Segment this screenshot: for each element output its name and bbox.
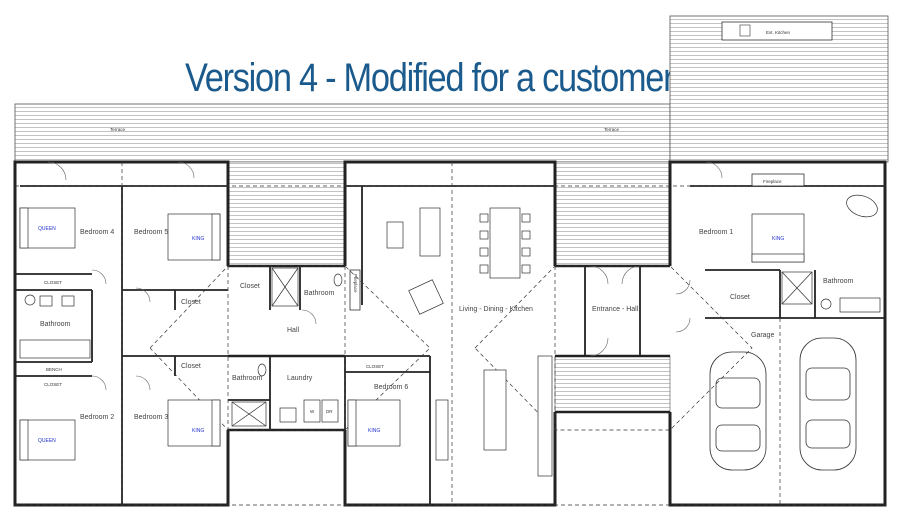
interior-walls-entrance bbox=[584, 266, 641, 356]
fireplace-right-label: Fireplace bbox=[763, 179, 782, 184]
bedroom-2-label: Bedroom 2 bbox=[80, 414, 114, 421]
bedroom-5-label: Bedroom 5 bbox=[134, 229, 168, 236]
car-left bbox=[709, 351, 767, 471]
bed-label-b3: KING bbox=[192, 428, 204, 434]
page-title: Version 4 - Modified for a customer. bbox=[185, 56, 681, 100]
roof-lines bbox=[15, 162, 885, 506]
furniture-left bbox=[19, 207, 221, 461]
exterior-walls bbox=[13, 160, 887, 507]
furniture-mid bbox=[231, 267, 449, 461]
terrace-right-label: Terrace bbox=[604, 127, 620, 132]
garage-label: Garage bbox=[751, 332, 774, 339]
furniture-right bbox=[751, 194, 881, 313]
closet-b2-label: CLOSET bbox=[44, 382, 62, 387]
bathroom-left-label: Bathroom bbox=[40, 321, 71, 328]
bedroom-4-label: Bedroom 4 bbox=[80, 229, 114, 236]
closet-b5-label: Closet bbox=[181, 299, 201, 306]
closet-b6-label: CLOSET bbox=[366, 364, 384, 369]
dryer-label: DR bbox=[326, 409, 333, 414]
bed-label-b5: KING bbox=[192, 236, 204, 242]
laundry-label: Laundry bbox=[287, 375, 313, 382]
hall-label: Hall bbox=[287, 327, 300, 334]
living-label: Living - Dining - Kitchen bbox=[459, 306, 533, 313]
ext-kitchen-label: Ext. Kitchen bbox=[766, 30, 791, 35]
fireplace-center bbox=[349, 269, 361, 311]
bed-label-b6: KING bbox=[368, 428, 380, 434]
bench-label: BENCH bbox=[46, 367, 62, 372]
closet-b4-label: CLOSET bbox=[44, 280, 62, 285]
washer-label: W bbox=[310, 409, 315, 414]
bathroom-mid-label: Bathroom bbox=[304, 290, 335, 297]
terrace-strip-mid bbox=[227, 161, 346, 267]
entrance-label: Entrance - Hall bbox=[592, 306, 639, 313]
ext-kitchen-sink bbox=[739, 24, 751, 37]
closet-mid-label: Closet bbox=[240, 283, 260, 290]
bed-label-b1: KING bbox=[772, 236, 784, 242]
car-right bbox=[799, 337, 857, 471]
bathroom-laundry-label: Bathroom bbox=[232, 375, 263, 382]
bedroom-1-label: Bedroom 1 bbox=[699, 229, 733, 236]
closet-b3-label: Closet bbox=[181, 363, 201, 370]
room-labels: Terrace Terrace Bedroom 4 Bedroom 5 CLOS… bbox=[40, 127, 854, 421]
fireplace-center-label: Fireplace bbox=[353, 274, 358, 293]
terrace-strip-entrance bbox=[554, 355, 671, 413]
terrace-strip-kitchen bbox=[554, 161, 671, 267]
furniture-center bbox=[386, 207, 553, 477]
bed-label-b4: QUEEN bbox=[38, 226, 56, 232]
bedroom-3-label: Bedroom 3 bbox=[134, 414, 168, 421]
bedroom-6-label: Bedroom 6 bbox=[374, 384, 408, 391]
bathroom-right-label: Bathroom bbox=[823, 278, 854, 285]
interior-walls-mid bbox=[228, 266, 346, 430]
door-swings bbox=[47, 161, 723, 391]
closet-right-label: Closet bbox=[730, 294, 750, 301]
ext-kitchen-counter bbox=[721, 21, 833, 41]
terrace-left-label: Terrace bbox=[110, 127, 126, 132]
terrace-left-area bbox=[14, 103, 671, 163]
bed-label-b2: QUEEN bbox=[38, 438, 56, 444]
